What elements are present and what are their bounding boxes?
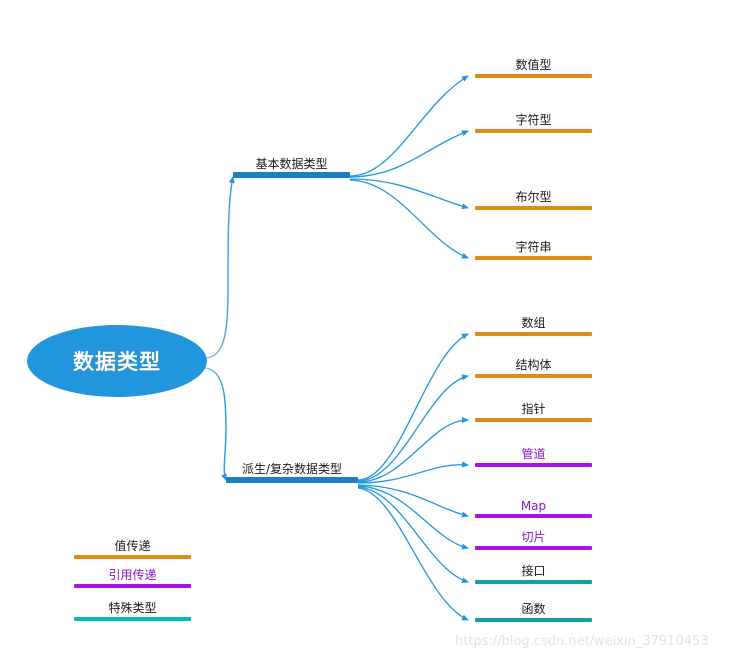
leaf-node-interface[interactable]: 接口 <box>475 558 592 584</box>
leaf-node-pointer-bar <box>475 418 592 422</box>
leaf-node-slice-label: 切片 <box>521 530 546 544</box>
complex-branch-edges <box>357 333 469 621</box>
leaf-node-numeric-bar <box>475 74 592 78</box>
leaf-node-string[interactable]: 字符串 <box>475 234 592 260</box>
legend-item-special-types-label: 特殊类型 <box>108 601 157 615</box>
leaf-node-struct-label: 结构体 <box>515 358 552 372</box>
leaf-node-character-bar <box>475 129 592 133</box>
leaf-node-struct[interactable]: 结构体 <box>475 352 592 378</box>
legend-item-value-passing: 值传递 <box>74 533 191 559</box>
watermark-url: https://blog.csdn.net/weixin_37910453 <box>455 634 709 649</box>
legend-item-value-passing-bar <box>74 555 191 559</box>
legend-item-special-types: 特殊类型 <box>74 595 191 621</box>
branch-node-basic[interactable]: 基本数据类型 <box>233 150 350 178</box>
branch-node-complex[interactable]: 派生/复杂数据类型 <box>226 455 358 483</box>
leaf-node-channel-bar <box>475 463 592 467</box>
basic-branch-edges <box>349 75 469 259</box>
leaf-node-numeric-label: 数值型 <box>515 58 552 72</box>
leaf-node-function-bar <box>475 618 592 622</box>
branch-node-complex-bar <box>226 477 358 483</box>
legend-item-reference-passing-bar <box>74 584 191 588</box>
leaf-node-array[interactable]: 数组 <box>475 310 592 336</box>
leaf-node-character[interactable]: 字符型 <box>475 107 592 133</box>
leaf-node-pointer[interactable]: 指针 <box>475 396 592 422</box>
legend-item-special-types-bar <box>74 617 191 621</box>
leaf-node-struct-bar <box>475 374 592 378</box>
leaf-node-boolean-label: 布尔型 <box>515 190 552 204</box>
leaf-node-boolean-bar <box>475 206 592 210</box>
leaf-node-string-label: 字符串 <box>515 240 552 254</box>
leaf-node-array-bar <box>475 332 592 336</box>
leaf-node-slice[interactable]: 切片 <box>475 524 592 550</box>
leaf-node-string-bar <box>475 256 592 260</box>
root-node-label: 数据类型 <box>73 350 161 374</box>
leaf-node-function-label: 函数 <box>521 602 546 616</box>
legend-item-reference-passing: 引用传递 <box>74 562 191 588</box>
leaf-node-boolean[interactable]: 布尔型 <box>475 184 592 210</box>
leaf-node-numeric[interactable]: 数值型 <box>475 52 592 78</box>
branch-node-complex-label: 派生/复杂数据类型 <box>241 462 343 476</box>
leaf-node-map[interactable]: Map <box>475 492 592 518</box>
branch-node-basic-bar <box>233 172 350 178</box>
leaf-node-function[interactable]: 函数 <box>475 596 592 622</box>
leaf-node-map-label: Map <box>520 499 547 513</box>
root-to-branch-edges <box>204 176 235 481</box>
legend-item-value-passing-label: 值传递 <box>114 539 151 553</box>
leaf-node-array-label: 数组 <box>521 316 546 330</box>
root-node[interactable]: 数据类型 <box>27 325 207 397</box>
branch-node-basic-label: 基本数据类型 <box>255 157 328 171</box>
leaf-node-slice-bar <box>475 546 592 550</box>
leaf-node-interface-label: 接口 <box>521 564 546 578</box>
leaf-node-map-bar <box>475 514 592 518</box>
leaf-node-interface-bar <box>475 580 592 584</box>
leaf-node-pointer-label: 指针 <box>521 402 546 416</box>
leaf-node-character-label: 字符型 <box>515 113 552 127</box>
leaf-node-channel[interactable]: 管道 <box>475 441 592 467</box>
legend-item-reference-passing-label: 引用传递 <box>108 568 157 582</box>
leaf-node-channel-label: 管道 <box>521 447 546 461</box>
